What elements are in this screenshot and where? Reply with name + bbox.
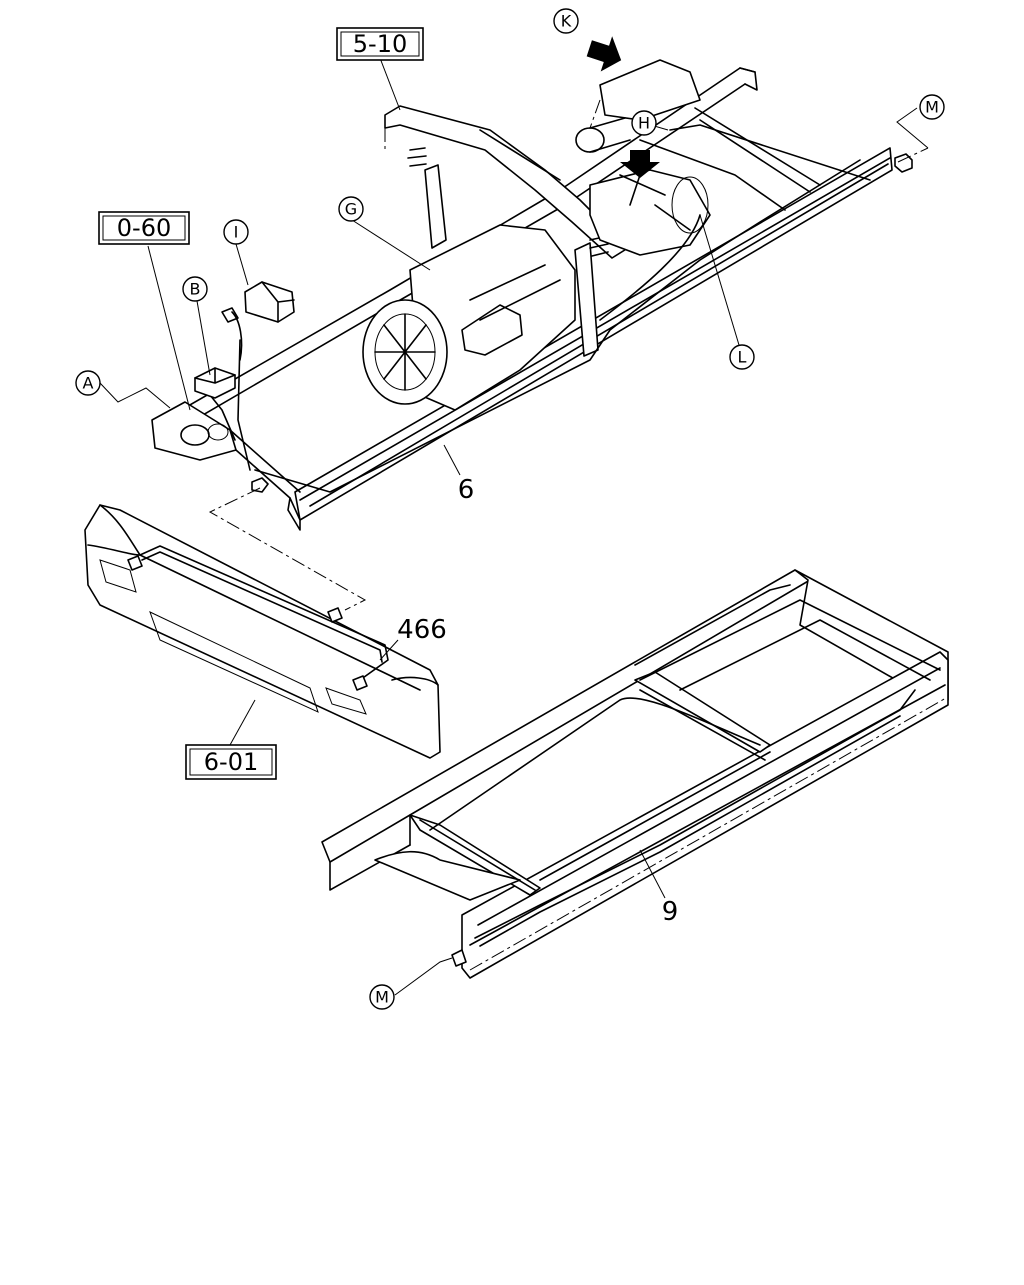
part-number-6: 6 xyxy=(458,475,475,505)
harness-6 xyxy=(209,124,913,493)
rear-frame xyxy=(321,569,949,996)
ref-6-01-label: 6-01 xyxy=(204,748,258,776)
callout-k: K xyxy=(553,8,579,34)
callout-h: H xyxy=(631,110,657,136)
callout-m-bottom-label: M xyxy=(375,988,389,1007)
ref-box-6-01: 6-01 xyxy=(185,744,277,780)
part-number-466: 466 xyxy=(397,615,447,645)
upper-leader-lines xyxy=(208,99,929,611)
connector-i xyxy=(221,281,295,323)
callout-i: I xyxy=(223,219,249,245)
relay-b xyxy=(194,367,236,399)
callout-b: B xyxy=(182,276,208,302)
direction-arrows xyxy=(586,36,660,178)
front-bumper xyxy=(84,504,441,759)
callout-m-top: M xyxy=(919,94,945,120)
callout-m-bottom: M xyxy=(369,984,395,1010)
callout-l: L xyxy=(729,344,755,370)
ref-5-10-label: 5-10 xyxy=(353,30,407,58)
callout-i-label: I xyxy=(234,223,239,242)
callout-a-label: A xyxy=(83,374,94,393)
transmission-assembly xyxy=(362,224,576,411)
part-number-9: 9 xyxy=(662,897,679,927)
callout-k-label: K xyxy=(561,12,572,31)
callout-l-label: L xyxy=(738,348,747,367)
ref-box-5-10: 5-10 xyxy=(336,27,424,61)
callout-g-label: G xyxy=(345,200,357,219)
callout-h-label: H xyxy=(638,114,650,133)
callout-m-top-label: M xyxy=(925,98,939,117)
callout-g: G xyxy=(338,196,364,222)
lamp-a xyxy=(180,423,229,446)
ref-0-60-label: 0-60 xyxy=(117,214,171,242)
front-chassis-frame xyxy=(151,59,893,531)
callout-a: A xyxy=(75,370,101,396)
ref-box-0-60: 0-60 xyxy=(98,211,190,245)
callout-b-label: B xyxy=(190,280,201,299)
rear-pump-assembly xyxy=(589,169,711,256)
